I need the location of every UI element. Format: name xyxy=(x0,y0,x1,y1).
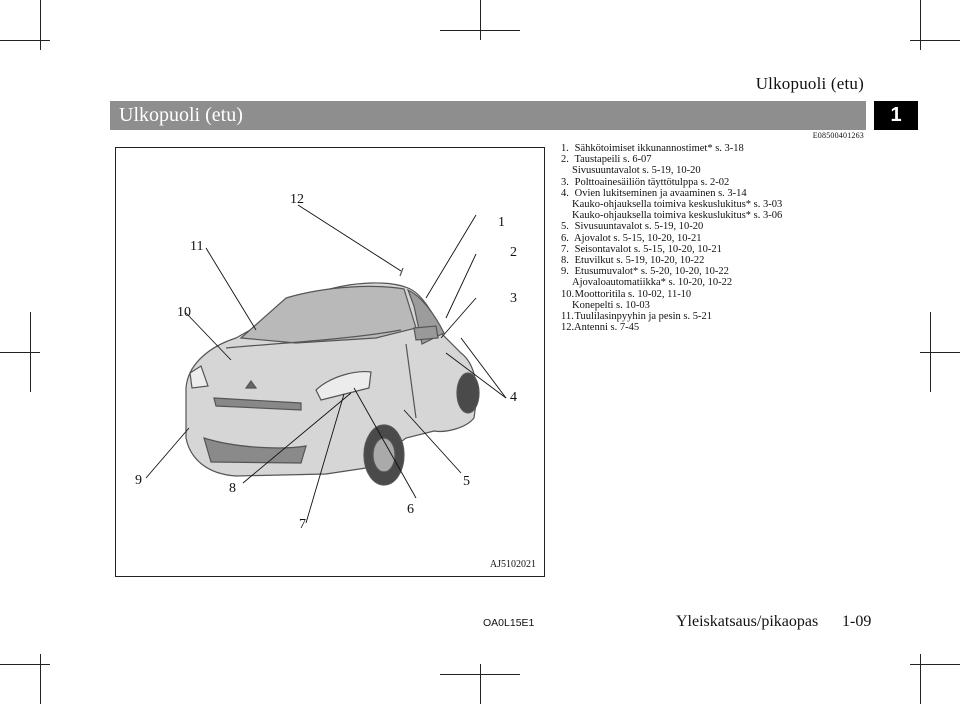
legend-item: 6. Ajovalot s. 5-15, 10-20, 10-21 xyxy=(561,232,702,244)
callout-11: 11 xyxy=(190,239,204,254)
chapter-tab: 1 xyxy=(874,101,918,130)
callout-2: 2 xyxy=(510,245,517,260)
legend-item: Konepelti s. 10-03 xyxy=(572,299,650,311)
running-head: Ulkopuoli (etu) xyxy=(755,74,864,93)
car-illustration xyxy=(145,204,507,524)
callout-6: 6 xyxy=(407,502,414,517)
legend-list: 1. Sähkötoimiset ikkunannostimet* s. 3-1… xyxy=(561,143,871,333)
legend-item: 9. Etusumuvalot* s. 5-20, 10-20, 10-22 xyxy=(561,266,729,278)
callout-3: 3 xyxy=(510,291,517,306)
figure-id: AJ5102021 xyxy=(489,559,536,570)
legend-item: 1. Sähkötoimiset ikkunannostimet* s. 3-1… xyxy=(561,143,744,154)
legend-item: 4. Ovien lukitseminen ja avaaminen s. 3-… xyxy=(561,187,747,199)
callout-5: 5 xyxy=(463,474,470,489)
crop-mark xyxy=(40,654,41,704)
legend-item: 12. Antenni s. 7-45 xyxy=(561,322,640,334)
footer-code: OA0L15E1 xyxy=(483,617,535,629)
crop-mark xyxy=(920,352,960,353)
crop-mark xyxy=(440,30,520,31)
crop-mark xyxy=(440,674,520,675)
legend-item: 11. Tuulilasinpyyhin ja pesin s. 5-21 xyxy=(561,311,713,323)
crop-mark xyxy=(910,40,960,41)
legend-item: 7. Seisontavalot s. 5-15, 10-20, 10-21 xyxy=(561,243,722,255)
callout-1: 1 xyxy=(498,215,505,230)
section-title: Ulkopuoli (etu) xyxy=(110,101,866,130)
footer-title: Yleiskatsaus/pikaopas xyxy=(676,613,819,630)
callout-10: 10 xyxy=(177,305,191,320)
crop-mark xyxy=(480,0,481,40)
callout-9: 9 xyxy=(135,473,142,488)
legend-item: Ajovaloautomatiikka* s. 10-20, 10-22 xyxy=(572,277,733,289)
page-number: 1-09 xyxy=(842,613,872,630)
legend-item: Kauko-ohjauksella toimiva keskuslukitus*… xyxy=(572,199,783,211)
crop-mark xyxy=(0,664,50,665)
crop-mark xyxy=(910,664,960,665)
crop-mark xyxy=(480,664,481,704)
legend-item: 2. Taustapeili s. 6-07 xyxy=(561,154,652,166)
document-code: E08500401263 xyxy=(812,131,864,140)
legend-item: Kauko-ohjauksella toimiva keskuslukitus*… xyxy=(572,210,783,222)
legend-item: Sivusuuntavalot s. 5-19, 10-20 xyxy=(572,165,701,177)
legend-item: 8. Etuvilkut s. 5-19, 10-20, 10-22 xyxy=(561,255,705,267)
callout-7: 7 xyxy=(299,517,306,532)
callout-4: 4 xyxy=(510,390,517,405)
callout-8: 8 xyxy=(229,481,236,496)
callout-12: 12 xyxy=(290,192,304,207)
car-front-figure: 1 2 3 4 5 6 7 8 9 10 11 12 AJ5102021 xyxy=(115,147,545,577)
legend-item: 3. Polttoainesäiliön täyttötulppa s. 2-0… xyxy=(561,176,730,188)
crop-mark xyxy=(40,0,41,50)
crop-mark xyxy=(920,654,921,704)
legend-item: 5. Sivusuuntavalot s. 5-19, 10-20 xyxy=(561,221,704,233)
crop-mark xyxy=(0,40,50,41)
crop-mark xyxy=(920,0,921,50)
crop-mark xyxy=(0,352,40,353)
legend-item: 10. Moottoritila s. 10-02, 11-10 xyxy=(561,288,692,300)
